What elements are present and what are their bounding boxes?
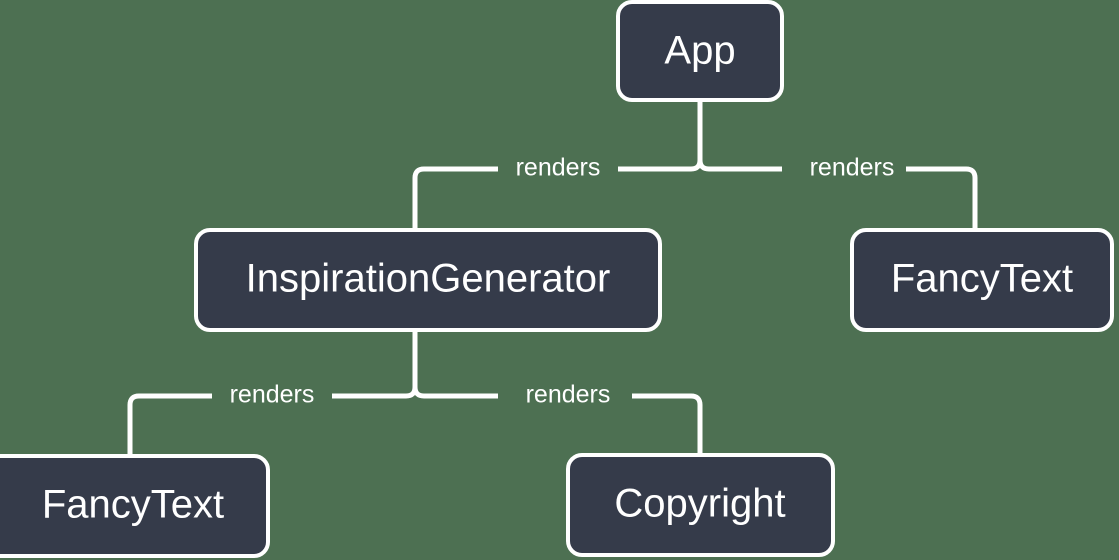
node-app[interactable]: App — [616, 0, 784, 102]
node-copyright-box[interactable] — [566, 453, 835, 557]
edge-label-app-to-fancytext-right: renders — [810, 154, 895, 182]
node-fancytext-right-box[interactable] — [850, 228, 1114, 332]
edge-inspiration-generator-stem-left — [332, 330, 418, 399]
node-fancytext-right[interactable]: FancyText — [850, 228, 1114, 332]
node-app-label: App — [664, 29, 735, 73]
edge-inspiration-generator-to-fancytext — [127, 393, 212, 456]
node-inspiration-generator-label: InspirationGenerator — [246, 257, 611, 301]
edge-label-inspiration-generator-to-copyright: renders — [526, 381, 611, 409]
edge-app-stem — [618, 100, 703, 172]
edge-inspiration-generator-stem-right — [412, 330, 498, 399]
edge-label-app-to-inspiration-generator: renders — [516, 154, 601, 182]
edge-label-inspiration-generator-to-fancytext: renders — [230, 381, 315, 409]
edge-app-to-inspiration-generator — [412, 166, 498, 230]
edge-inspiration-generator-to-copyright — [632, 393, 703, 455]
edge-app-to-children — [412, 100, 978, 230]
edge-inspiration-generator-to-children — [127, 330, 703, 456]
node-inspiration-generator[interactable]: InspirationGenerator — [194, 228, 662, 332]
node-fancytext-bottom-left-box[interactable] — [0, 454, 270, 558]
node-copyright[interactable]: Copyright — [566, 453, 835, 557]
node-inspiration-generator-box[interactable] — [194, 228, 662, 332]
node-fancytext-bottom-left[interactable]: FancyText — [0, 454, 270, 558]
node-fancytext-right-label: FancyText — [891, 257, 1073, 301]
node-fancytext-bottom-left-label: FancyText — [42, 483, 224, 527]
node-app-box[interactable] — [616, 0, 784, 102]
node-copyright-label: Copyright — [614, 482, 785, 526]
edge-app-stem-right — [697, 100, 782, 172]
edge-app-to-fancytext-right — [906, 166, 978, 230]
